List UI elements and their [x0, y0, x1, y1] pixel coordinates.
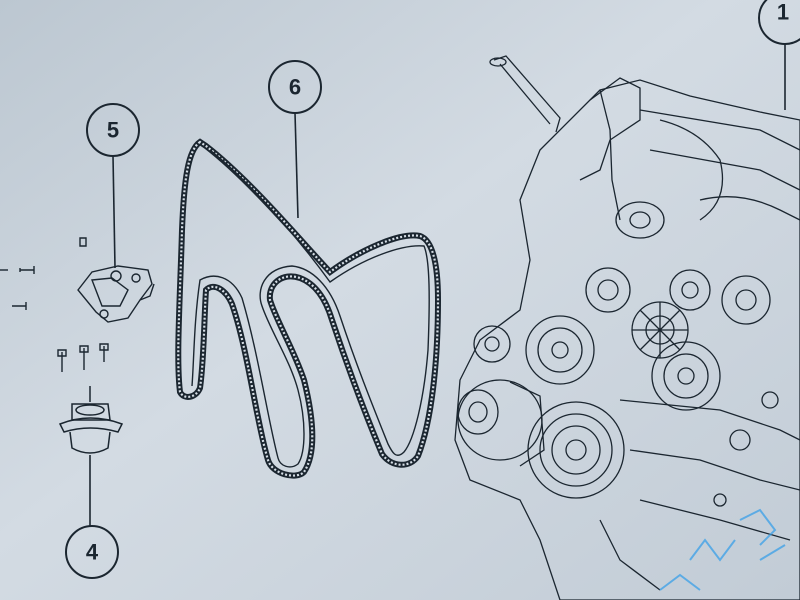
callout-6-label: 6 — [289, 75, 301, 100]
engine-mount-icon[interactable] — [58, 386, 124, 454]
callout-1-label: 1 — [777, 0, 789, 25]
callout-1[interactable]: 1 — [758, 0, 800, 110]
callout-6[interactable]: 6 — [268, 60, 322, 219]
watermark-graphic — [659, 508, 786, 591]
callout-5[interactable]: 5 — [86, 103, 140, 269]
serpentine-belt-icon[interactable] — [175, 138, 442, 479]
callout-4-label: 4 — [86, 540, 99, 565]
callout-4[interactable]: 4 — [65, 455, 119, 579]
engine-assembly-icon[interactable] — [454, 55, 800, 600]
belt-tensioner-icon[interactable] — [0, 237, 155, 372]
callout-5-label: 5 — [107, 118, 119, 143]
